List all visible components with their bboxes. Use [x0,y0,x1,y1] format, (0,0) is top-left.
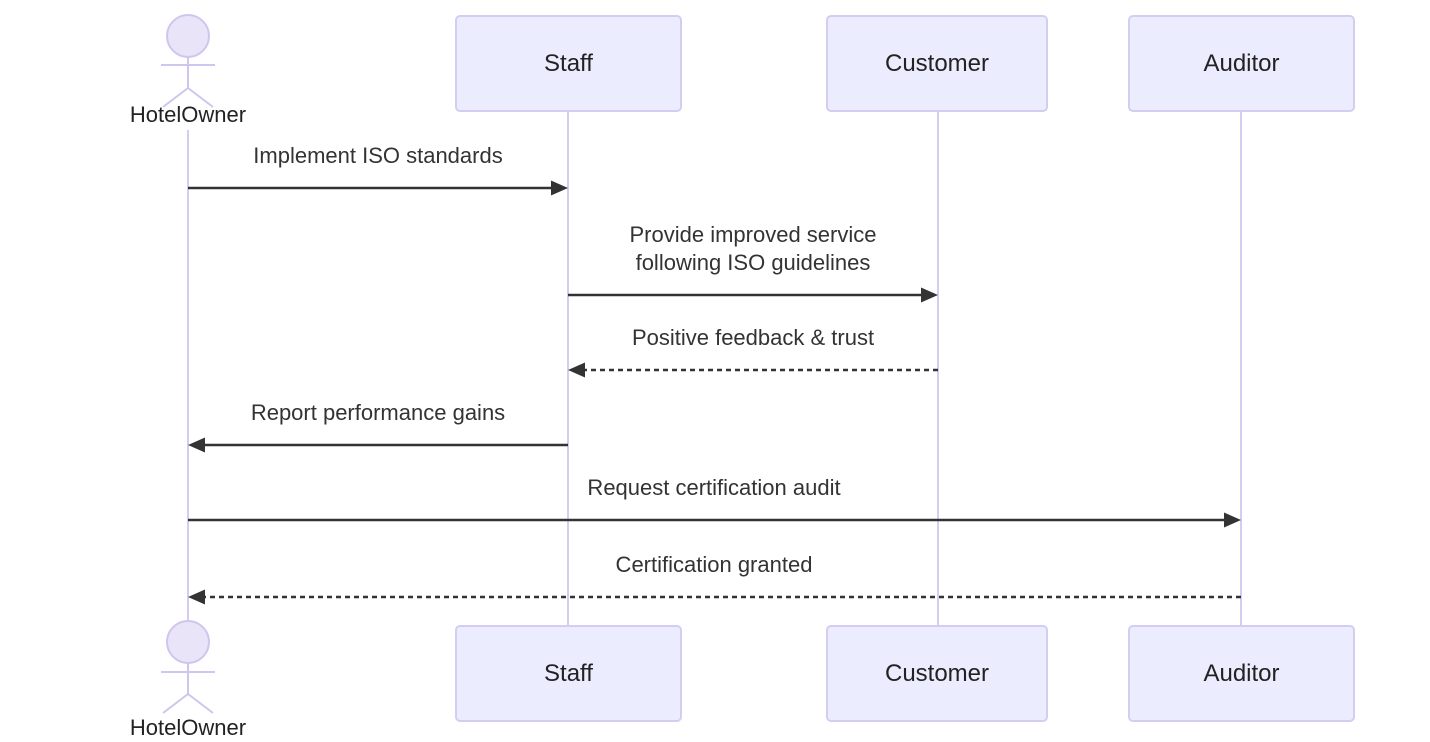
message-arrow-request-certification-audit [188,512,1241,528]
participant-label: Staff [544,49,593,77]
actor-leg-left [162,693,189,714]
arrowhead-right-icon [551,180,568,196]
message-label-positive-feedback: Positive feedback & trust [631,325,875,350]
participant-label: Customer [884,49,990,77]
actor-figure-hotelowner-top [161,14,215,108]
message-arrow-positive-feedback [568,362,938,378]
participant-box-auditor-bottom: Auditor [1128,625,1355,722]
participant-box-customer-bottom: Customer [826,625,1048,722]
actor-leg-right [187,693,214,714]
message-label-line-1: Provide improved service [629,222,877,247]
message-label-certification-granted: Certification granted [615,552,813,577]
actor-leg-left [162,87,189,108]
participant-label: Staff [544,659,593,687]
arrowhead-left-icon [568,362,585,378]
actor-head [166,620,210,664]
actor-head [166,14,210,58]
participant-label: Auditor [1203,49,1280,77]
actor-figure-hotelowner-bottom [161,620,215,714]
participant-box-staff-bottom: Staff [455,625,682,722]
message-label-line-2: following ISO guidelines [635,250,871,275]
actor-leg-right [187,87,214,108]
message-arrow-report-performance-gains [188,437,568,453]
arrowhead-right-icon [1224,512,1241,528]
arrowhead-left-icon [188,589,205,605]
lifelines [187,112,1242,625]
participant-box-staff-top: Staff [455,15,682,112]
message-arrow-provide-improved-service [568,287,938,303]
participant-label: Customer [884,659,990,687]
participant-box-auditor-top: Auditor [1128,15,1355,112]
message-arrow-implement-iso-standards [188,180,568,196]
message-arrow-certification-granted [188,589,1241,605]
message-label-implement-iso-standards: Implement ISO standards [253,143,503,168]
participant-box-customer-top: Customer [826,15,1048,112]
message-label-provide-improved-service: Provide improved service following ISO g… [630,221,877,277]
arrowhead-left-icon [188,437,205,453]
arrowhead-right-icon [921,287,938,303]
message-label-request-certification-audit: Request certification audit [587,475,841,500]
actor-label-hotelowner-bottom: HotelOwner [129,715,247,740]
actor-label-hotelowner-top: HotelOwner [129,102,247,127]
message-label-report-performance-gains: Report performance gains [250,400,506,425]
participant-label: Auditor [1203,659,1280,687]
